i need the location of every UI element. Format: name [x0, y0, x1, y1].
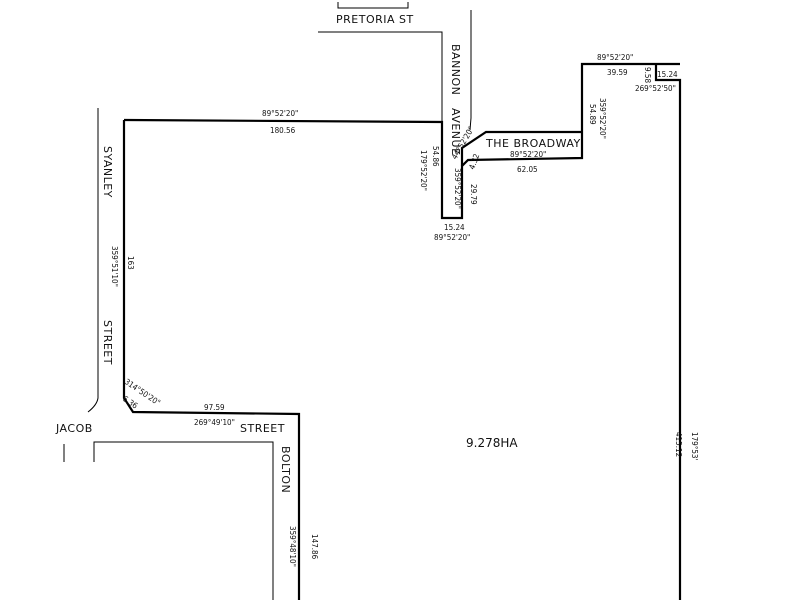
distance-east: 415.12 — [674, 432, 683, 457]
distance-left-long: 163 — [126, 256, 135, 270]
distance-bannon-inner: 29.79 — [469, 184, 478, 205]
bearing-broadway-bottom: 89°52'20" — [510, 150, 546, 159]
area-label: 9.278HA — [466, 436, 518, 450]
bearing-bannon-inner: 359°52'20" — [453, 168, 462, 209]
bannon-label: BANNON — [449, 44, 462, 95]
distance-top-long: 180.56 — [270, 126, 296, 135]
distance-right-step: 54.89 — [588, 104, 597, 125]
jacob-south-edge — [93, 441, 274, 600]
bearing-right-step: 359°52'20" — [598, 98, 607, 139]
bannon-east-edge — [469, 10, 472, 131]
distance-right-small-v: 9.58 — [643, 67, 652, 83]
bearing-bottom: 269°49'10" — [194, 418, 235, 427]
pretoria-south-edge — [318, 31, 443, 122]
broadway-label: THE BROADWAY — [485, 137, 581, 150]
jacob-label: JACOB — [55, 422, 93, 435]
pretoria-street-label: PRETORIA ST — [336, 13, 414, 26]
bearing-top-right: 89°52'20" — [597, 53, 633, 62]
avenue-label: AVENUE — [449, 108, 462, 156]
distance-bannon-left: 54.86 — [431, 146, 440, 167]
distance-bolton: 147.86 — [310, 534, 319, 560]
bearing-left-long: 359°51'10" — [110, 246, 119, 287]
property-boundary — [122, 62, 682, 600]
distance-right-small: 15.24 — [657, 70, 678, 79]
distance-diag-44: 4.32 — [467, 153, 481, 171]
distance-broadway: 62.05 — [517, 165, 538, 174]
bearing-bolton: 359°48'10" — [288, 526, 297, 567]
distance-top-right: 39.59 — [607, 68, 628, 77]
syanley-label: SYANLEY — [101, 146, 114, 198]
road-lines — [63, 2, 472, 600]
pretoria-top-frag — [337, 2, 409, 9]
bearing-bannon-bottom: 89°52'20" — [434, 233, 470, 242]
syanley-west-edge — [87, 108, 99, 413]
bearing-east: 179°53' — [690, 432, 699, 460]
street-left-label: STREET — [101, 320, 114, 365]
distance-bannon-bottom: 15.24 — [444, 223, 465, 232]
bearing-top-long: 89°52'20" — [262, 109, 298, 118]
bolton-label: BOLTON — [279, 446, 292, 493]
distance-bottom: 97.59 — [204, 403, 225, 412]
bearing-right-small-bottom: 269°52'50" — [635, 84, 676, 93]
street-bottom-label: STREET — [240, 422, 285, 435]
bannon-inner-boundary — [460, 130, 582, 166]
bearing-bannon-left: 179°52'20" — [419, 150, 428, 191]
